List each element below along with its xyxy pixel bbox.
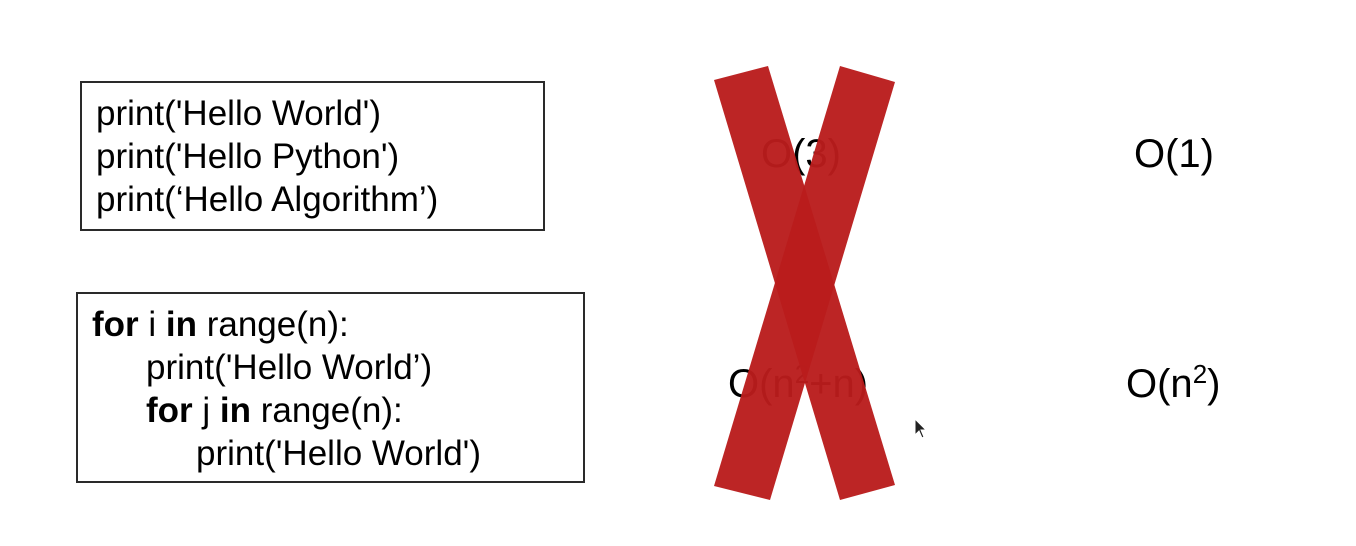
keyword-in: in xyxy=(165,305,197,344)
wrong-answer-loop-tail: +n) xyxy=(809,362,869,406)
code-line: print('Hello World’) xyxy=(146,348,433,387)
code-line: print(‘Hello Algorithm’) xyxy=(96,180,439,219)
correct-answer-loop: O(n2) xyxy=(1126,360,1220,408)
loop-variable: j xyxy=(192,391,220,430)
code-line: for j in range(n): xyxy=(92,389,583,432)
wrong-answer-loop-base: O(n xyxy=(728,362,795,406)
code-line: print('Hello World') xyxy=(96,94,382,133)
correct-answer-loop-exponent: 2 xyxy=(1192,359,1208,389)
code-line: print('Hello Python') xyxy=(96,137,400,176)
keyword-for: for xyxy=(92,305,139,344)
wrong-answer-constant: O(3) xyxy=(761,132,841,176)
wrong-answer-loop-exponent: 2 xyxy=(794,359,810,389)
keyword-for: for xyxy=(146,391,193,430)
range-call: range(n): xyxy=(197,305,349,344)
correct-answer-loop-base: O(n xyxy=(1126,362,1193,406)
code-block-nested-loop: for i in range(n): print('Hello World’) … xyxy=(76,292,585,483)
keyword-in: in xyxy=(219,391,251,430)
mouse-cursor-icon xyxy=(914,418,928,439)
range-call: range(n): xyxy=(251,391,403,430)
code-line: print('Hello World') xyxy=(196,434,482,473)
loop-variable: i xyxy=(138,305,166,344)
code-line: for i in range(n): xyxy=(92,303,583,346)
code-block-constant: print('Hello World') print('Hello Python… xyxy=(80,81,545,231)
correct-answer-constant: O(1) xyxy=(1134,132,1214,176)
correct-answer-loop-tail: ) xyxy=(1207,362,1221,406)
wrong-answer-loop: O(n2+n) xyxy=(728,360,868,408)
